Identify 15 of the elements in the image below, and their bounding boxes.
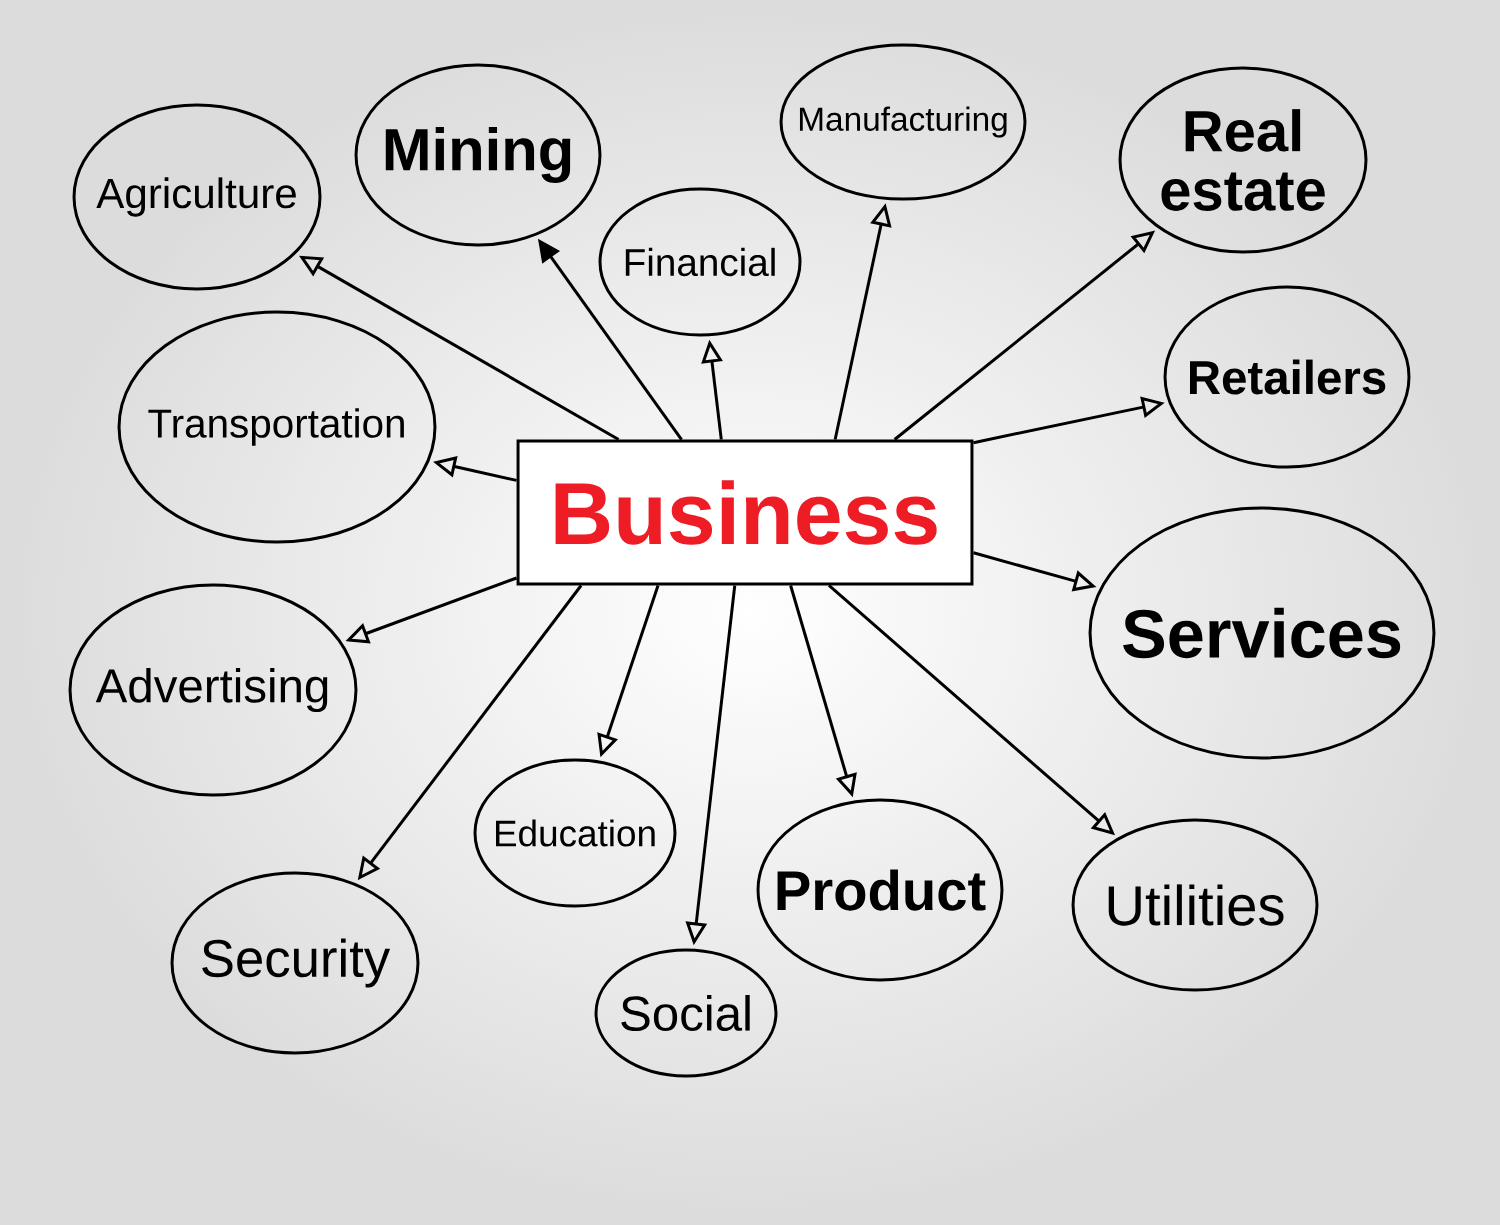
topic-bubble: Utilities	[1071, 818, 1319, 992]
topic-bubble: Mining	[354, 63, 602, 247]
topic-bubble: Product	[756, 798, 1004, 982]
topic-bubble: Transportation	[117, 310, 437, 544]
topic-bubble: Real estate	[1118, 66, 1368, 254]
topic-bubble: Manufacturing	[779, 43, 1027, 201]
topic-bubble: Agriculture	[72, 103, 322, 291]
topic-bubble: Education	[473, 758, 677, 908]
topic-bubble: Retailers	[1163, 285, 1411, 469]
topic-bubble: Advertising	[68, 583, 358, 797]
topic-bubble: Social	[594, 948, 778, 1078]
topic-bubble: Security	[170, 871, 420, 1055]
central-topic-box: Business	[516, 439, 974, 586]
topic-bubble: Financial	[598, 187, 802, 337]
topic-bubble: Services	[1088, 506, 1436, 760]
